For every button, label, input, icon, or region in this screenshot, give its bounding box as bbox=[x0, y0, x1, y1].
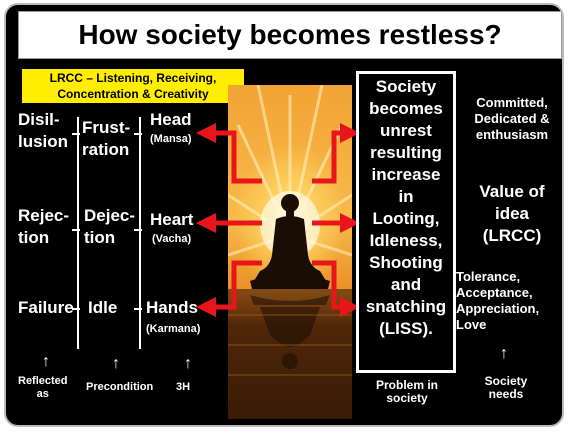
up-arrow-icon: ↑ bbox=[42, 353, 50, 370]
problem-text: Society becomes unrest resulting increas… bbox=[365, 77, 447, 338]
divider-line-2 bbox=[139, 117, 141, 349]
reflected-footer: Reflected as bbox=[18, 375, 68, 400]
heart-sub: (Vacha) bbox=[152, 233, 192, 245]
problem-box: Society becomes unrest resulting increas… bbox=[356, 71, 456, 373]
needs-item-2: Value of idea (LRCC) bbox=[479, 182, 545, 245]
three-h-footer: 3H bbox=[176, 381, 191, 393]
up-arrow-icon: ↑ bbox=[184, 355, 192, 372]
precondition-footer: Precondition bbox=[86, 381, 154, 393]
heart-label: Heart bbox=[150, 210, 194, 229]
hands-sub: (Karmana) bbox=[146, 323, 201, 335]
precondition-item-1: Frust- ration bbox=[82, 118, 131, 159]
meditating-figure-icon bbox=[228, 85, 352, 419]
meditation-image bbox=[228, 85, 352, 419]
needs-footer: Society needs bbox=[484, 374, 528, 401]
needs-item-1: Committed, Dedicated & enthusiasm bbox=[474, 95, 550, 142]
head-sub: (Mansa) bbox=[150, 133, 192, 145]
up-arrow-icon: ↑ bbox=[500, 345, 508, 362]
head-label: Head bbox=[150, 110, 192, 129]
reflected-item-2: Rejec- tion bbox=[18, 206, 70, 247]
reflected-item-1: Disil- lusion bbox=[18, 110, 69, 151]
problem-footer: Problem in society bbox=[375, 378, 438, 405]
reflected-item-3: Failure bbox=[18, 298, 74, 317]
divider-line-1 bbox=[77, 117, 79, 349]
tick-2c bbox=[134, 308, 142, 310]
tick-2b bbox=[134, 229, 142, 231]
tick-2a bbox=[134, 133, 142, 135]
needs-item-3: Tolerance, Acceptance, Appreciation, Lov… bbox=[456, 269, 540, 332]
precondition-item-3: Idle bbox=[88, 298, 118, 317]
precondition-item-2: Dejec- tion bbox=[84, 206, 136, 247]
tick-1b bbox=[72, 229, 80, 231]
hands-label: Hands bbox=[146, 298, 198, 317]
slide-frame: How society becomes restless? LRCC – Lis… bbox=[4, 3, 564, 427]
up-arrow-icon: ↑ bbox=[112, 355, 120, 372]
page-title: How society becomes restless? bbox=[18, 11, 562, 59]
red-arrow-icon bbox=[196, 123, 360, 317]
tick-1c bbox=[72, 308, 80, 310]
lrcc-label: LRCC – Listening, Receiving, Concentrati… bbox=[22, 69, 244, 103]
tick-1a bbox=[72, 133, 80, 135]
